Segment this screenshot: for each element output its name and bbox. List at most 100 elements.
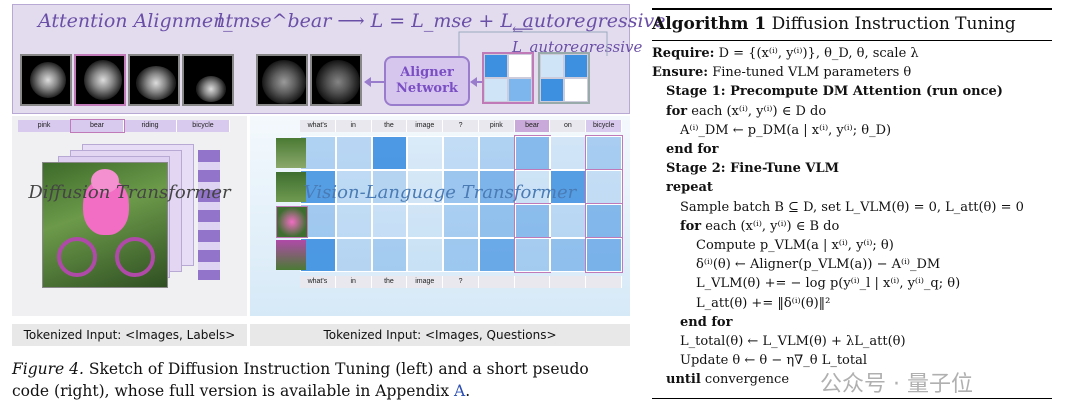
figure-caption: Figure 4. Sketch of Diffusion Instructio… [12, 358, 630, 402]
token: image [407, 120, 444, 132]
caption-end: . [465, 382, 471, 400]
algorithm-text: δ⁽ⁱ⁾(θ) ← Aligner(p_VLM(a)) − A⁽ⁱ⁾_DM [696, 257, 941, 273]
arrow-left-icon [364, 77, 384, 87]
dm-attention-map-bear [74, 54, 126, 106]
algorithm-text: L_total(θ) ← L_VLM(θ) + λL_att(θ) [680, 334, 906, 349]
algorithm-keyword: for [680, 218, 702, 234]
dm-attention-map [182, 54, 234, 106]
loss-equation: l_mse^bear ⟶ L = L_mse + L_autoregressiv… [217, 10, 666, 32]
l-autoregressive-bracket [458, 31, 608, 56]
heatmap-cell [371, 136, 408, 170]
token: pink [18, 120, 71, 132]
algorithm-line: L_VLM(θ) += − log p(y⁽ⁱ⁾_l | x⁽ⁱ⁾, y⁽ⁱ⁾_… [696, 276, 960, 291]
heatmap-cell [443, 136, 479, 170]
algorithm-keyword: Require: [652, 46, 715, 61]
dm-attention-map [128, 54, 180, 106]
token [550, 276, 587, 288]
token [586, 276, 623, 288]
algorithm-line: end for [666, 142, 718, 157]
token: riding [124, 120, 177, 132]
vlm-mini-attention-grid [482, 52, 534, 104]
vision-language-transformer-title: Vision-Language Transformer [303, 182, 577, 203]
token: bear [514, 120, 551, 132]
algorithm-line: L_total(θ) ← L_VLM(θ) + λL_att(θ) [680, 334, 906, 349]
algorithm-text: Compute p_VLM(a | x⁽ⁱ⁾, y⁽ⁱ⁾; θ) [696, 238, 894, 253]
algorithm-text: Fine-tuned VLM parameters θ [708, 65, 912, 81]
algorithm-keyword: for [666, 103, 688, 119]
token: pink [479, 120, 515, 132]
teddy-bear-image [42, 162, 168, 288]
heatmap-cell [478, 170, 515, 204]
aligner-line1: Aligner [400, 65, 454, 80]
algorithm-keyword: end for [680, 314, 733, 330]
token: ? [443, 276, 479, 288]
algorithm-bottom-rule [652, 398, 1052, 399]
heatmap-cell [513, 135, 552, 171]
tokenized-input-labels: Tokenized Input: <Images, Labels> [12, 324, 247, 346]
heatmap-cell [478, 238, 515, 272]
algorithm-line: Sample batch B ⊆ D, set L_VLM(θ) = 0, L_… [680, 200, 1024, 215]
algorithm-line: Compute p_VLM(a | x⁽ⁱ⁾, y⁽ⁱ⁾; θ) [696, 238, 894, 253]
algorithm-keyword: until [666, 372, 701, 388]
algorithm-text: each (x⁽ⁱ⁾, y⁽ⁱ⁾) ∈ B do [701, 218, 840, 234]
algorithm-mid-rule [652, 40, 1052, 41]
algorithm-keyword: Stage 2: Fine-Tune VLM [666, 161, 840, 177]
heatmap-cell [443, 238, 479, 272]
heatmap-cell [585, 203, 623, 239]
bear-head-shape [91, 169, 119, 193]
bicycle-wheel [57, 237, 97, 277]
algorithm-line: Stage 1: Precompute DM Attention (run on… [666, 84, 1003, 99]
heatmap-cell [371, 238, 408, 272]
heatmap-cell [478, 136, 515, 170]
heatmap-cell [513, 169, 552, 205]
token [515, 276, 551, 288]
heatmap-cell [585, 237, 623, 273]
algorithm-text: L_VLM(θ) += − log p(y⁽ⁱ⁾_l | x⁽ⁱ⁾, y⁽ⁱ⁾_… [696, 276, 961, 292]
heatmap-cell [550, 238, 587, 272]
algorithm-text: Update θ ← θ − η∇_θ L_total [680, 353, 868, 369]
algorithm-line: Stage 2: Fine-Tune VLM [666, 161, 839, 176]
token: in [336, 120, 372, 132]
algorithm-keyword: repeat [666, 180, 713, 196]
heatmap-cell [407, 204, 444, 238]
heatmap-cell [585, 135, 623, 171]
algorithm-body: Require: D = {(x⁽ⁱ⁾, y⁽ⁱ⁾)}, θ_D, θ, sca… [652, 46, 1052, 396]
algorithm-line: δ⁽ⁱ⁾(θ) ← Aligner(p_VLM(a)) − A⁽ⁱ⁾_DM [696, 257, 940, 272]
vlm-mini-attention-grid [538, 52, 590, 104]
heatmap-cell [550, 136, 587, 170]
algorithm-line: Ensure: Fine-tuned VLM parameters θ [652, 65, 911, 80]
algorithm-line: Require: D = {(x⁽ⁱ⁾, y⁽ⁱ⁾)}, θ_D, θ, sca… [652, 46, 919, 61]
appendix-link[interactable]: A [454, 382, 466, 400]
token: ? [443, 120, 479, 132]
algorithm-text: D = {(x⁽ⁱ⁾, y⁽ⁱ⁾)}, θ_D, θ, scale λ [714, 46, 919, 61]
algorithm-line: for each (x⁽ⁱ⁾, y⁽ⁱ⁾) ∈ D do [666, 104, 826, 119]
diffusion-transformer-title: Diffusion Transformer [28, 182, 231, 203]
algorithm-number: Algorithm 1 [652, 14, 767, 34]
heatmap-cell [335, 204, 372, 238]
heatmap-cell [513, 203, 552, 239]
diffusion-transformer-panel: pink bear riding bicycle [12, 116, 247, 316]
algorithm-text: A⁽ⁱ⁾_DM ← p_DM(a | x⁽ⁱ⁾, y⁽ⁱ⁾; θ_D) [680, 122, 892, 138]
algorithm-line: Update θ ← θ − η∇_θ L_total [680, 353, 867, 368]
token: image [407, 276, 444, 288]
heatmap-cell [550, 170, 587, 204]
algorithm-line: until convergence [666, 372, 789, 387]
token: bicycle [586, 120, 623, 132]
caption-label: Figure 4. [12, 360, 84, 378]
token: the [372, 276, 408, 288]
tokenized-input-questions: Tokenized Input: <Images, Questions> [250, 324, 630, 346]
heatmap-cell [513, 237, 552, 273]
algorithm-keyword: Ensure: [652, 65, 709, 81]
watermark: 公众号 · 量子位 [820, 372, 973, 397]
heatmap-cell [371, 170, 408, 204]
algorithm-line: A⁽ⁱ⁾_DM ← p_DM(a | x⁽ⁱ⁾, y⁽ⁱ⁾; θ_D) [680, 123, 891, 138]
image-patch [276, 240, 306, 270]
heatmap-cell [443, 170, 479, 204]
algorithm-text: each (x⁽ⁱ⁾, y⁽ⁱ⁾) ∈ D do [687, 103, 827, 119]
token: bear [70, 119, 125, 133]
dm-attention-map [20, 54, 72, 106]
heatmap-cell [335, 238, 372, 272]
attention-alignment-title: Attention Alignment [38, 10, 233, 32]
